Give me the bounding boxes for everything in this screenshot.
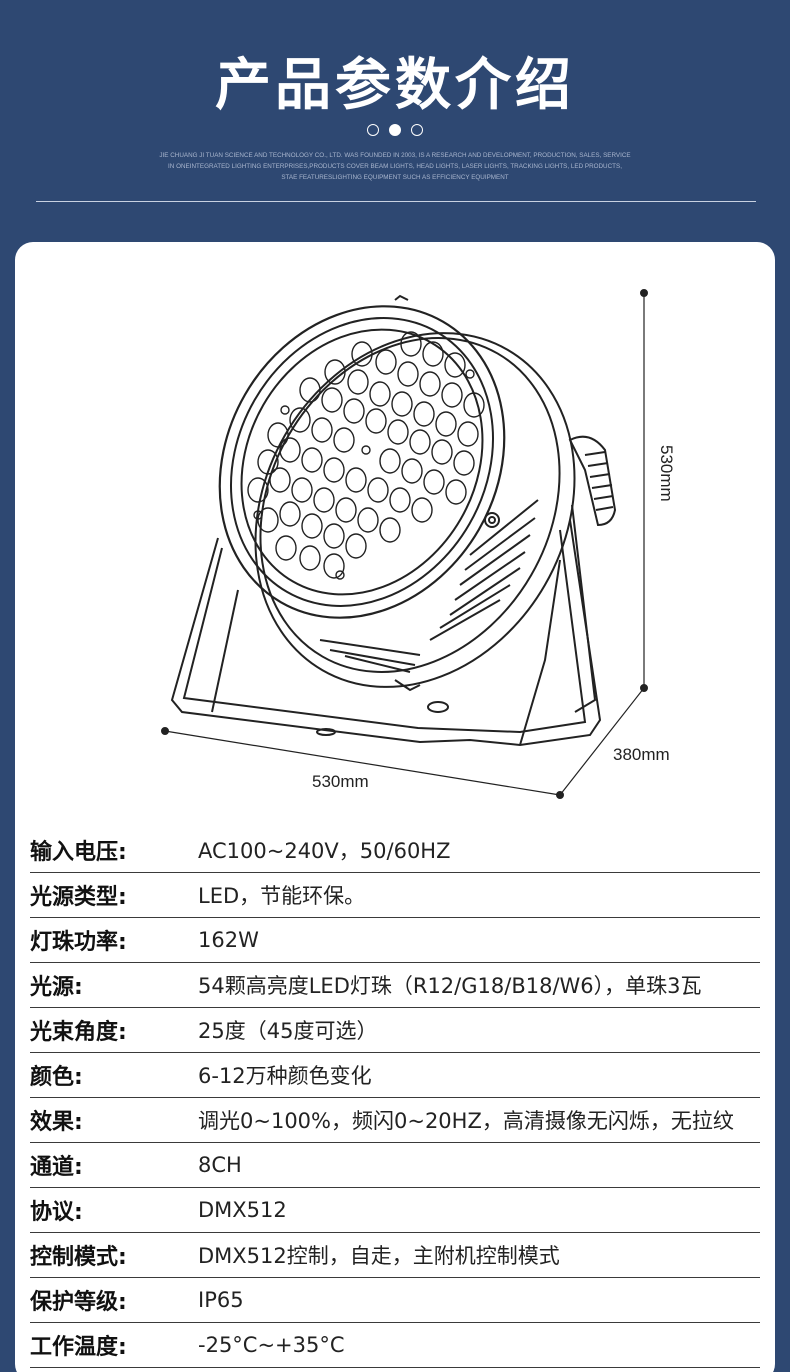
dot-active-icon [389,124,401,136]
header: 产品参数介绍 JIE CHUANG JI TUAN SCIENCE AND TE… [0,0,790,242]
spec-value: 6-12万种颜色变化 [198,1064,372,1088]
spec-label: 输入电压: [30,840,127,865]
spec-row: 保护等级: IP65 [30,1278,760,1323]
spec-value: IP65 [198,1288,244,1312]
spec-row: 通道: 8CH [30,1143,760,1188]
header-divider [36,201,756,202]
spec-row: 光束角度: 25度（45度可选） [30,1008,760,1053]
height-dimension-label: 530mm [657,445,676,502]
spec-row: 协议: DMX512 [30,1188,760,1233]
spec-label: 光源类型: [30,885,127,910]
spec-row: 效果: 调光0~100%，频闪0~20HZ，高清摄像无闪烁，无拉纹 [30,1098,760,1143]
spec-row: 颜色: 6-12万种颜色变化 [30,1053,760,1098]
spec-label: 控制模式: [30,1245,127,1270]
spec-label: 灯珠功率: [30,930,127,955]
width-dimension-label: 530mm [312,772,369,791]
spec-row: 光源: 54颗高亮度LED灯珠（R12/G18/B18/W6），单珠3瓦 [30,963,760,1008]
spec-label: 光源: [30,975,83,1000]
spec-label: 颜色: [30,1065,83,1090]
depth-dimension-label: 380mm [613,745,670,764]
spec-label: 通道: [30,1155,83,1180]
spec-value: 25度（45度可选） [198,1019,378,1043]
spec-row: 工作温度: -25°C~+35°C [30,1323,760,1368]
spec-label: 效果: [30,1110,83,1135]
spec-row: 光源类型: LED，节能环保。 [30,873,760,918]
dot-icon [411,124,423,136]
spec-row: 灯珠功率: 162W [30,918,760,963]
spec-label: 协议: [30,1200,83,1225]
spec-value: DMX512控制，自走，主附机控制模式 [198,1244,560,1268]
spec-value: 54颗高亮度LED灯珠（R12/G18/B18/W6），单珠3瓦 [198,974,702,998]
dot-icon [367,124,379,136]
spec-value: AC100~240V，50/60HZ [198,839,451,863]
spec-row: 控制模式: DMX512控制，自走，主附机控制模式 [30,1233,760,1278]
subtext-line: STAE FEATURESLIGHTING EQUIPMENT SUCH AS … [281,174,509,181]
spec-value: 8CH [198,1153,242,1177]
spec-value: 调光0~100%，频闪0~20HZ，高清摄像无闪烁，无拉纹 [198,1109,734,1133]
par-light-drawing [161,289,648,799]
spec-label: 光束角度: [30,1020,127,1045]
carousel-dots [0,124,790,136]
spec-value: DMX512 [198,1198,287,1222]
spec-label: 保护等级: [30,1290,127,1315]
spec-label: 工作温度: [30,1335,127,1360]
spec-row: 输入电压: AC100~240V，50/60HZ [30,828,760,873]
led-array [247,331,485,580]
page-title: 产品参数介绍 [215,53,575,118]
subtext-line: IN ONEINTEGRATED LIGHTING ENTERPRISES,PR… [168,163,622,170]
spec-table: 输入电压: AC100~240V，50/60HZ 光源类型: LED，节能环保。 灯… [30,828,760,1368]
spec-value: 162W [198,928,259,952]
spec-value: -25°C~+35°C [198,1333,345,1357]
company-description: JIE CHUANG JI TUAN SCIENCE AND TECHNOLOG… [140,150,650,183]
content-card [15,242,775,1372]
spec-value: LED，节能环保。 [198,884,366,908]
subtext-line: JIE CHUANG JI TUAN SCIENCE AND TECHNOLOG… [159,152,631,159]
